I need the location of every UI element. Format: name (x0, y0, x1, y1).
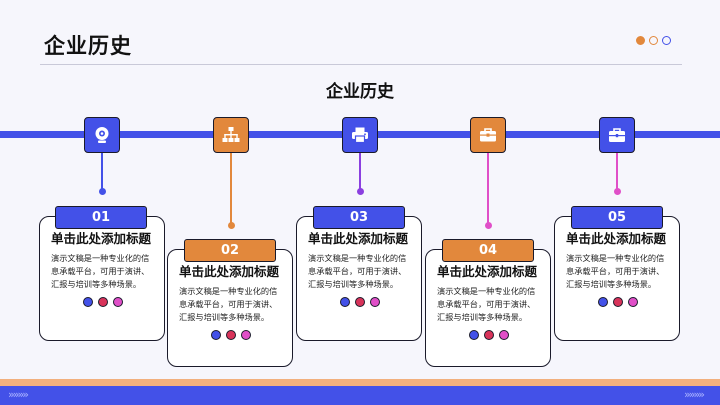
dot-blue (339, 297, 350, 307)
milestone-5-icon-box (599, 117, 635, 153)
milestone-4-badge: 04 (442, 239, 534, 262)
milestone-2-icon-box (213, 117, 249, 153)
header-dot-orange-ring (649, 36, 658, 45)
section-title: 企业历史 (326, 82, 394, 102)
footer-accent-bar (0, 379, 720, 386)
header-divider (40, 64, 682, 65)
milestone-4-stem (487, 153, 489, 224)
milestone-2-stem (230, 153, 232, 224)
header-dot-orange (636, 36, 645, 45)
milestone-1-badge: 01 (55, 206, 147, 229)
dot-blue (597, 297, 608, 307)
header-dots (636, 36, 671, 45)
milestone-1-card: 单击此处添加标题 演示文稿是一种专业化的信息承载平台，可用于演讲、汇报与培训等多… (39, 216, 165, 341)
dot-pink (627, 297, 638, 307)
footer-chevrons-right-icon: »»»» (684, 388, 705, 401)
printer-icon (352, 127, 368, 144)
footer-chevrons-left-icon: »»»» (8, 388, 29, 401)
milestone-2-desc: 演示文稿是一种专业化的信息承载平台，可用于演讲、汇报与培训等多种场景。 (179, 286, 278, 322)
milestone-5-card: 单击此处添加标题 演示文稿是一种专业化的信息承载平台，可用于演讲、汇报与培训等多… (554, 216, 680, 341)
milestone-5-dots (566, 297, 669, 307)
dot-pink (112, 297, 123, 307)
milestone-5-title[interactable]: 单击此处添加标题 (566, 231, 667, 246)
dot-pink (369, 297, 380, 307)
header-dot-blue-ring (662, 36, 671, 45)
milestone-2-title[interactable]: 单击此处添加标题 (179, 264, 280, 279)
milestone-4-desc: 演示文稿是一种专业化的信息承载平台，可用于演讲、汇报与培训等多种场景。 (437, 286, 536, 322)
footer-bar (0, 386, 720, 405)
milestone-3-title[interactable]: 单击此处添加标题 (308, 231, 409, 246)
webcam-icon (95, 127, 109, 143)
milestone-2-dots (179, 330, 282, 340)
milestone-5-badge: 05 (571, 206, 663, 229)
dot-red (97, 297, 108, 307)
briefcase-icon (609, 128, 625, 142)
milestone-3-stem (359, 153, 361, 191)
sitemap-icon (222, 127, 240, 142)
dot-red (483, 330, 494, 340)
dot-red (354, 297, 365, 307)
milestone-5-stem-dot (613, 188, 621, 195)
milestone-4-dots (437, 330, 540, 340)
milestone-4-icon-box (470, 117, 506, 153)
milestone-4-stem-dot (484, 222, 492, 229)
milestone-1-dots (51, 297, 154, 307)
dot-pink (498, 330, 509, 340)
milestone-5-stem (616, 153, 618, 191)
milestone-1-icon-box (84, 117, 120, 153)
page-title: 企业历史 (44, 34, 132, 58)
dot-red (225, 330, 236, 340)
milestone-3-icon-box (342, 117, 378, 153)
milestone-1-desc: 演示文稿是一种专业化的信息承载平台，可用于演讲、汇报与培训等多种场景。 (51, 253, 150, 289)
milestone-1-title[interactable]: 单击此处添加标题 (51, 231, 152, 246)
dot-blue (468, 330, 479, 340)
toolbox-icon (480, 128, 496, 142)
dot-blue (210, 330, 221, 340)
dot-pink (240, 330, 251, 340)
milestone-3-dots (308, 297, 411, 307)
milestone-5-desc: 演示文稿是一种专业化的信息承载平台，可用于演讲、汇报与培训等多种场景。 (566, 253, 665, 289)
milestone-2-stem-dot (227, 222, 235, 229)
milestone-3-stem-dot (356, 188, 364, 195)
dot-blue (82, 297, 93, 307)
milestone-3-badge: 03 (313, 206, 405, 229)
dot-red (612, 297, 623, 307)
milestone-4-title[interactable]: 单击此处添加标题 (437, 264, 538, 279)
milestone-2-card: 单击此处添加标题 演示文稿是一种专业化的信息承载平台，可用于演讲、汇报与培训等多… (167, 249, 293, 367)
milestone-2-badge: 02 (184, 239, 276, 262)
milestone-1-stem (101, 153, 103, 191)
milestone-3-desc: 演示文稿是一种专业化的信息承载平台，可用于演讲、汇报与培训等多种场景。 (308, 253, 407, 289)
milestone-1-stem-dot (98, 188, 106, 195)
milestone-4-card: 单击此处添加标题 演示文稿是一种专业化的信息承载平台，可用于演讲、汇报与培训等多… (425, 249, 551, 367)
milestone-3-card: 单击此处添加标题 演示文稿是一种专业化的信息承载平台，可用于演讲、汇报与培训等多… (296, 216, 422, 341)
